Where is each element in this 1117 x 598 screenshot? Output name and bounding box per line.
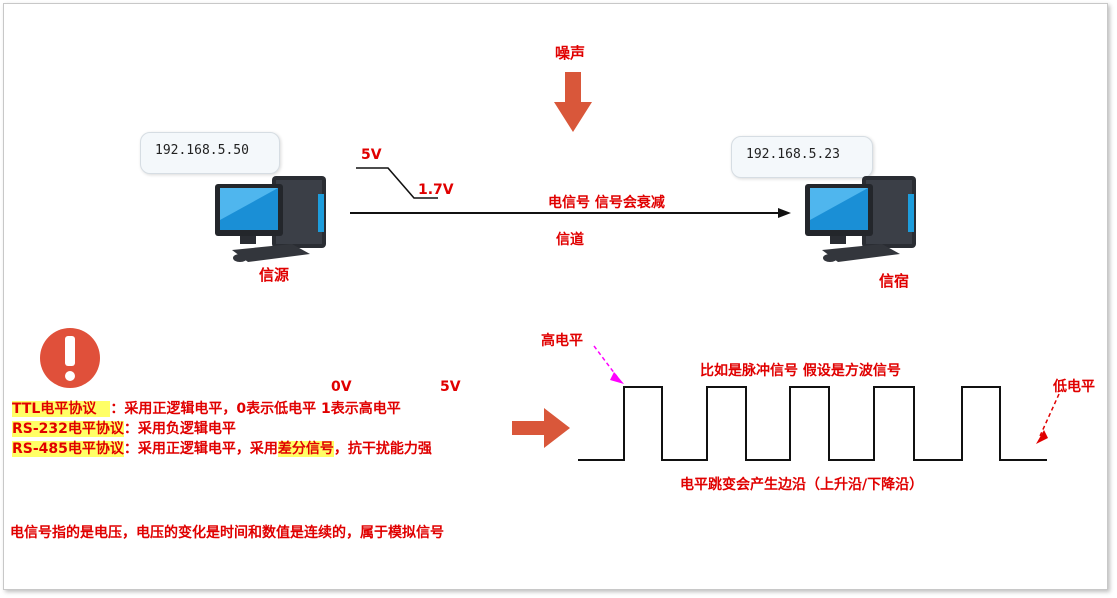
warning-icon <box>40 328 100 388</box>
pulse-label: 比如是脉冲信号 假设是方波信号 <box>700 363 901 379</box>
voltage-high-label: 5V <box>361 147 382 163</box>
ttl-one-voltage: 5V <box>440 379 461 395</box>
protocol-desc-after: ，抗干扰能力强 <box>333 441 432 457</box>
source-ip: 192.168.5.50 <box>155 143 249 158</box>
computer-icon <box>805 176 916 262</box>
voltage-drop-line <box>356 167 438 199</box>
signal-label: 电信号 信号会衰减 <box>548 195 665 211</box>
square-wave <box>578 345 1060 461</box>
protocol-rs485: RS-485电平协议：采用正逻辑电平，采用差分信号，抗干扰能力强 <box>12 438 432 458</box>
protocol-rs232: RS-232电平协议：采用负逻辑电平 <box>12 418 236 438</box>
dest-label: 信宿 <box>879 272 910 290</box>
high-level-label: 高电平 <box>541 333 583 349</box>
protocol-ttl: TTL电平协议：采用正逻辑电平，0表示低电平 1表示高电平 <box>12 398 401 418</box>
low-level-label: 低电平 <box>1053 379 1095 395</box>
protocol-highlight: 差分信号 <box>277 441 334 457</box>
source-label: 信源 <box>259 266 290 284</box>
dest-ip: 192.168.5.23 <box>746 147 840 162</box>
protocol-name: RS-485电平协议 <box>12 441 124 457</box>
source-ip-bubble: 192.168.5.50 <box>140 132 280 174</box>
voltage-low-label: 1.7V <box>418 182 454 198</box>
channel-arrow <box>350 208 791 218</box>
protocol-name: RS-232电平协议 <box>12 421 124 437</box>
footer-note: 电信号指的是电压，电压的变化是时间和数值是连续的，属于模拟信号 <box>10 525 444 541</box>
protocol-desc: ：采用正逻辑电平，采用 <box>123 441 278 457</box>
down-arrow-icon <box>554 72 592 132</box>
noise-label: 噪声 <box>555 44 586 62</box>
diagram-frame <box>3 3 1108 590</box>
protocol-name: TTL电平协议 <box>12 401 111 417</box>
computer-icon <box>215 176 326 262</box>
protocol-desc: ：采用负逻辑电平 <box>123 421 236 437</box>
channel-label: 信道 <box>556 232 584 248</box>
edge-label: 电平跳变会产生边沿（上升沿/下降沿） <box>680 477 924 493</box>
right-arrow-icon <box>512 408 570 448</box>
ttl-zero-voltage: 0V <box>331 379 352 395</box>
protocol-desc: ：采用正逻辑电平，0表示低电平 1表示高电平 <box>110 401 401 417</box>
dest-ip-bubble: 192.168.5.23 <box>731 136 873 178</box>
